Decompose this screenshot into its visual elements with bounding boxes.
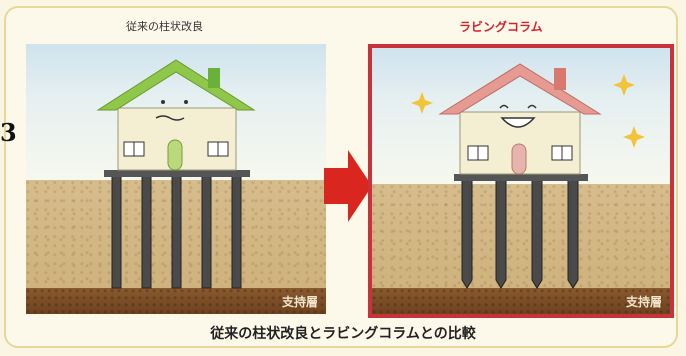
title-rubbing-column: ラビングコラム xyxy=(459,20,543,34)
arrow-right-icon xyxy=(324,150,372,222)
bearing-layer: 支持層 xyxy=(372,288,670,314)
bearing-layer-label: 支持層 xyxy=(625,295,662,309)
house-piles-illustration xyxy=(96,59,256,289)
bearing-layer-label: 支持層 xyxy=(281,295,318,309)
house-piles-illustration xyxy=(411,63,645,289)
soil-layer xyxy=(372,184,670,294)
panel-rubbing-column: 支持層 xyxy=(368,44,674,318)
pile-icon xyxy=(461,179,579,289)
side-mark: 3 xyxy=(0,118,17,147)
sparkle-icon xyxy=(411,74,645,148)
panel-conventional: 支持層 xyxy=(26,44,326,314)
pile-icon xyxy=(111,175,242,289)
bearing-layer: 支持層 xyxy=(26,288,326,314)
house-icon xyxy=(438,63,602,175)
house-icon xyxy=(96,59,256,171)
figure-caption: 従来の柱状改良とラビングコラムとの比較 xyxy=(210,326,476,342)
title-conventional: 従来の柱状改良 xyxy=(126,20,203,33)
